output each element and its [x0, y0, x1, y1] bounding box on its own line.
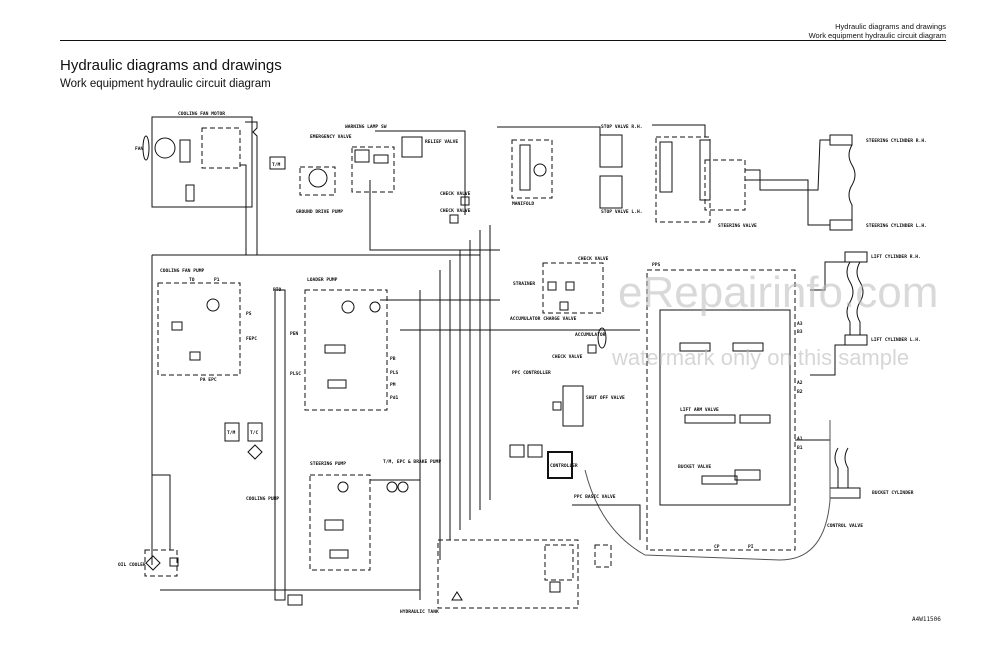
watermark: eRepairinfo.com watermark only on this s…: [611, 268, 938, 370]
label-check-valve-3: CHECK VALVE: [578, 256, 609, 262]
port-b3: B3: [797, 329, 803, 335]
label-tc-box: T/C: [250, 430, 259, 436]
port-a2: A2: [797, 380, 803, 386]
circuit-lines: [142, 116, 868, 609]
label-shut-off-valve: SHUT OFF VALVE: [586, 395, 625, 401]
port-pb: PB: [390, 356, 396, 362]
label-controller: CONTROLLER: [550, 463, 578, 469]
watermark-line1: eRepairinfo.com: [618, 268, 938, 317]
port-pm: PM: [390, 382, 396, 388]
label-steering-cyl-rh: STEERING CYLINDER R.H.: [866, 138, 927, 144]
port-ps: PS: [246, 311, 252, 317]
running-header-line2: Work equipment hydraulic circuit diagram: [808, 31, 946, 40]
label-relief-valve: RELIEF VALVE: [425, 139, 458, 145]
label-check-valve-2: CHECK VALVE: [440, 208, 471, 214]
label-tm-box: T/M: [227, 430, 236, 436]
label-check-valve-4: CHECK VALVE: [552, 354, 583, 360]
label-bucket-cylinder: BUCKET CYLINDER: [872, 490, 914, 496]
label-lift-arm-valve: LIFT ARM VALVE: [680, 407, 719, 413]
label-manifold: MANIFOLD: [512, 201, 534, 207]
label-hydraulic-tank: HYDRAULIC TANK: [400, 609, 439, 615]
port-to: TO: [189, 277, 195, 283]
label-steering-valve: STEERING VALVE: [718, 223, 757, 229]
label-steering-cyl-lh: STEERING CYLINDER L.H.: [866, 223, 927, 229]
watermark-line2: watermark only on this sample: [611, 345, 909, 370]
label-cooling-fan-motor: COOLING FAN MOTOR: [178, 111, 225, 117]
port-cp: CP: [714, 544, 720, 550]
label-check-valve-1: CHECK VALVE: [440, 191, 471, 197]
label-acc-charge-valve: ACCUMULATOR CHARGE VALVE: [510, 316, 577, 322]
label-loader-pump: LOADER PUMP: [307, 277, 338, 283]
label-lift-cyl-rh: LIFT CYLINDER R.H.: [871, 254, 921, 260]
label-tm-top: T/M: [272, 162, 281, 168]
label-warning-lamp: WARNING LAMP SW: [345, 124, 387, 130]
label-cooling-fan-pump: COOLING FAN PUMP: [160, 268, 204, 274]
page-title: Hydraulic diagrams and drawings: [60, 57, 282, 74]
label-bucket-valve: BUCKET VALVE: [678, 464, 711, 470]
port-pd1: Pd1: [390, 395, 399, 401]
port-a3: A3: [797, 321, 803, 327]
port-pls: PLS: [390, 370, 399, 376]
running-header-line1: Hydraulic diagrams and drawings: [835, 22, 946, 31]
label-ground-drive-pump: GROUND DRIVE PUMP: [296, 209, 343, 215]
label-ppc-controller: PPC CONTROLLER: [512, 370, 551, 376]
page-subtitle: Work equipment hydraulic circuit diagram: [60, 78, 271, 90]
label-pto: PTO: [273, 287, 282, 293]
label-ppc-basic-valve: PPC BASIC VALVE: [574, 494, 616, 500]
port-b1: B1: [797, 445, 803, 451]
label-stop-valve-lh: STOP VALVE L.H.: [601, 209, 643, 215]
port-pen: PEN: [290, 331, 299, 337]
port-pps: PPS: [652, 262, 661, 268]
port-pi: PI: [748, 544, 754, 550]
diagram-labels: COOLING FAN MOTOR FAN T/M EMERGENCY VALV…: [118, 111, 927, 615]
label-cooling-pump: COOLING PUMP: [246, 496, 279, 502]
label-stop-valve-rh: STOP VALVE R.H.: [601, 124, 643, 130]
port-p1: P1: [214, 277, 220, 283]
running-header: Hydraulic diagrams and drawings Work equ…: [809, 22, 946, 40]
header-rule: [60, 40, 946, 41]
label-strainer: STRAINER: [513, 281, 535, 287]
label-emergency-valve: EMERGENCY VALVE: [310, 134, 352, 140]
label-steering-pump: STEERING PUMP: [310, 461, 346, 467]
label-tm-epc-brake-pump: T/M, EPC & BRAKE PUMP: [383, 459, 441, 465]
label-control-valve: CONTROL VALVE: [827, 523, 863, 529]
figure-code: A4W11506: [912, 616, 941, 623]
label-accumulator: ACCUMULATOR: [575, 332, 606, 338]
port-fepc: FEPC: [246, 336, 257, 342]
port-a1: A1: [797, 436, 803, 442]
label-oil-cooler: OIL COOLER: [118, 562, 146, 568]
port-pa-epc: PA EPC: [200, 377, 217, 383]
label-fan: FAN: [135, 146, 144, 152]
label-lift-cyl-lh: LIFT CYLINDER L.H.: [871, 337, 921, 343]
port-plsc: PLSC: [290, 371, 301, 377]
port-b2: B2: [797, 389, 803, 395]
